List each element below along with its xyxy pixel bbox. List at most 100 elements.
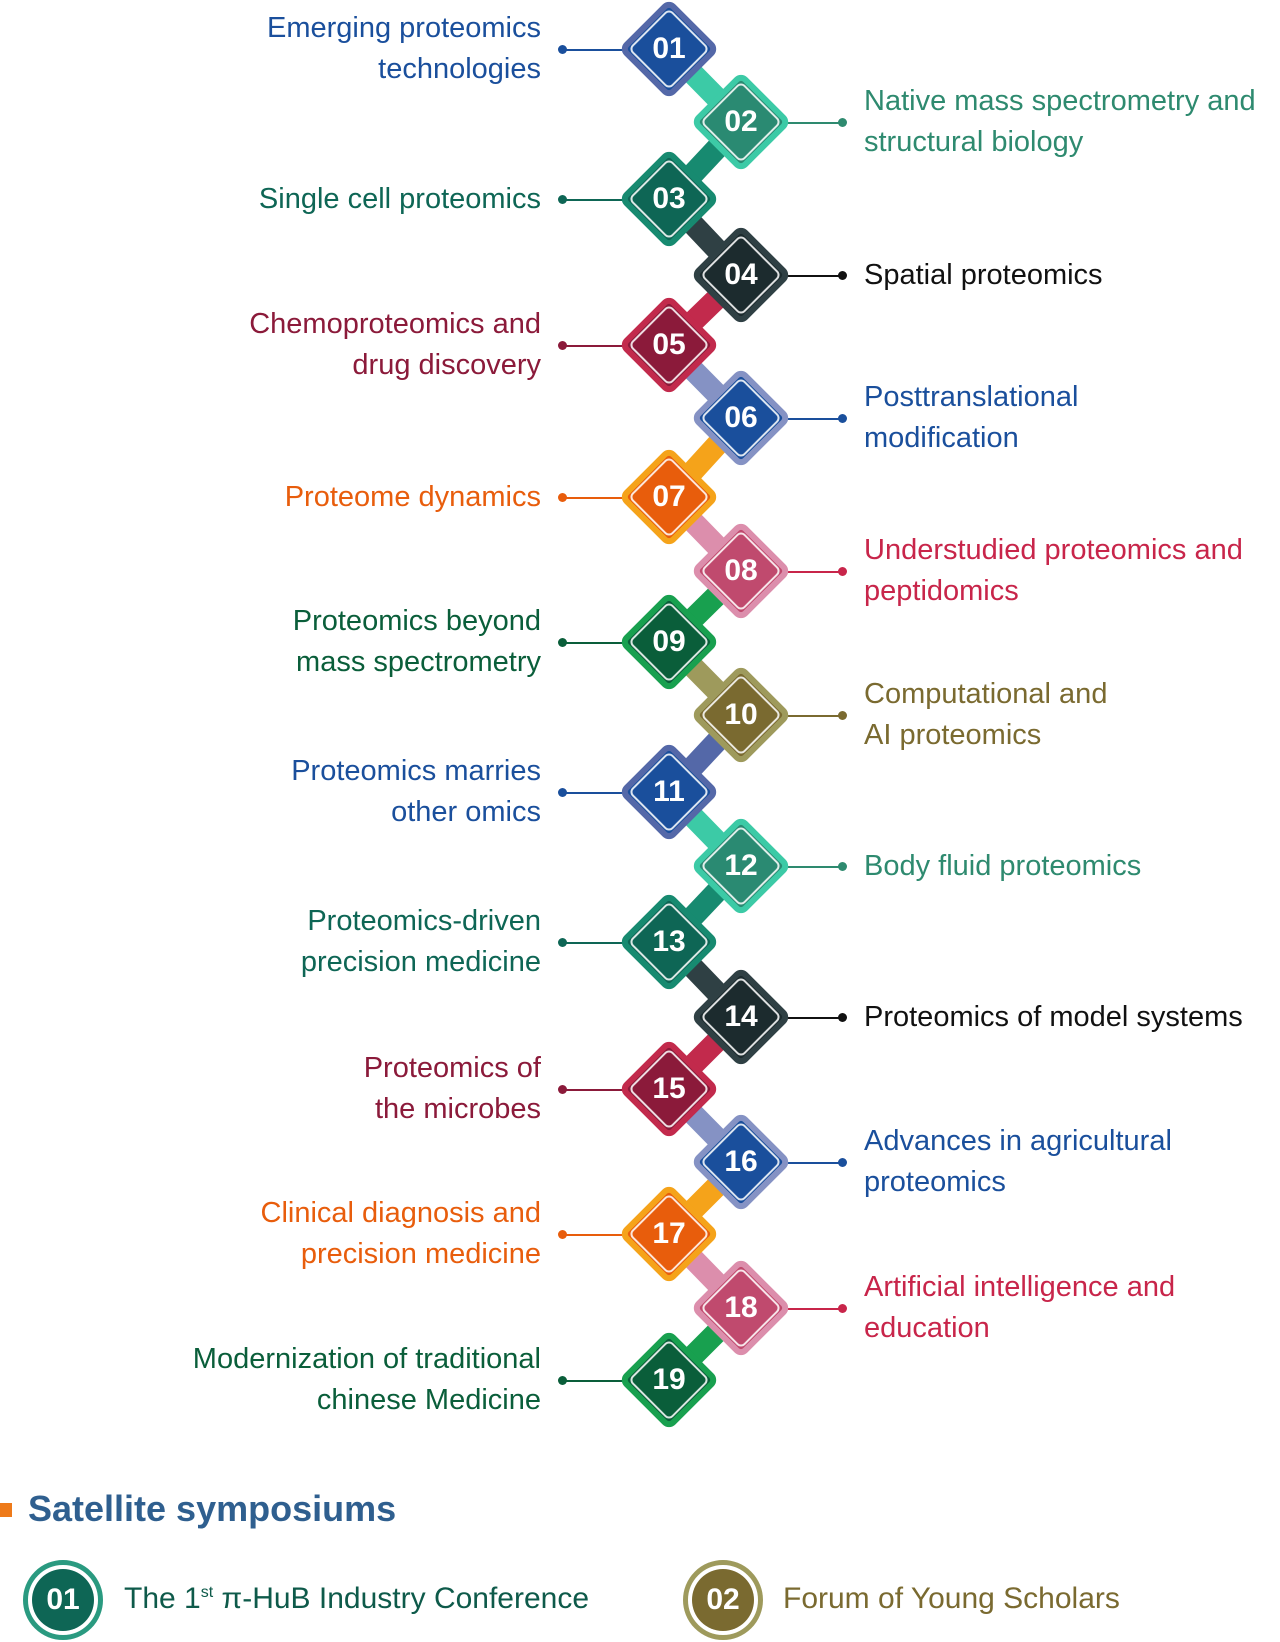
topic-label-line: Clinical diagnosis and <box>260 1197 542 1229</box>
topic-label-line: Single cell proteomics <box>258 182 541 215</box>
satellite-title: Satellite symposiums <box>28 1488 397 1529</box>
topic-label-line: Modernization of traditional <box>192 1343 541 1375</box>
topic-label-line: proteomics <box>864 1166 1006 1198</box>
topic-label-line: precision medicine <box>300 1238 541 1270</box>
diamond-number: 15 <box>652 1072 686 1105</box>
topic-label-line: peptidomics <box>864 575 1019 607</box>
topic-label-line: Proteomics of model systems <box>864 1000 1243 1033</box>
topic-label-line: Posttranslational <box>864 381 1079 413</box>
topic-label-line: Computational and <box>864 678 1108 710</box>
topic-label-line: drug discovery <box>352 349 541 381</box>
diamond-number: 19 <box>652 1363 686 1396</box>
diamond-number: 14 <box>724 1000 758 1033</box>
diamond-number: 13 <box>652 925 686 958</box>
leader-dot <box>558 493 567 502</box>
diamond-number: 16 <box>724 1145 758 1178</box>
superscript: st <box>200 1584 214 1601</box>
topic-label: Posttranslational modification <box>864 377 1078 459</box>
topic-label-line: Understudied proteomics and <box>864 534 1243 566</box>
topic-label-line: technologies <box>378 53 541 85</box>
leader-dot <box>558 1085 567 1094</box>
diamond-number: 05 <box>652 328 686 361</box>
diamond-number: 03 <box>652 182 686 215</box>
topic-label: Clinical diagnosis and precision medicine <box>261 1193 542 1275</box>
leader-dot <box>838 1304 847 1313</box>
leader-dot <box>838 862 847 871</box>
topic-label: Proteomics of the microbes <box>364 1048 541 1130</box>
leader-line <box>741 1017 842 1019</box>
leader-dot <box>838 567 847 576</box>
diamond-number: 11 <box>653 775 685 808</box>
topic-label-line: Native mass spectrometry and <box>864 85 1256 117</box>
leader-dot <box>838 1158 847 1167</box>
leader-line <box>565 497 669 499</box>
diamond-number: 02 <box>724 105 758 138</box>
leader-dot <box>558 341 567 350</box>
topic-label-line: modification <box>864 422 1019 454</box>
leader-dot <box>558 788 567 797</box>
topic-label: Proteomics beyond mass spectrometry <box>293 601 541 683</box>
topic-label: Native mass spectrometry and structural b… <box>864 81 1256 163</box>
topic-label: Single cell proteomics <box>259 179 541 220</box>
leader-line <box>565 1089 669 1091</box>
leader-dot <box>558 1230 567 1239</box>
topic-label-line: mass spectrometry <box>296 646 541 678</box>
leader-dot <box>558 938 567 947</box>
diamond-number: 17 <box>652 1217 686 1250</box>
leader-line <box>565 345 669 347</box>
satellite-number: 02 <box>692 1569 754 1631</box>
satellite-number: 01 <box>32 1569 94 1631</box>
leader-dot <box>558 1376 567 1385</box>
diamond-number: 01 <box>652 32 686 65</box>
leader-line <box>741 418 842 420</box>
diamond-number: 04 <box>724 258 758 291</box>
topic-label-line: Proteomics-driven <box>307 905 541 937</box>
satellite-label-text: Forum of Young Scholars <box>783 1582 1120 1615</box>
leader-dot <box>558 638 567 647</box>
topic-label-line: Proteome dynamics <box>284 480 541 513</box>
satellite-badge-02: 02 <box>683 1560 763 1640</box>
topic-label: Chemoproteomics and drug discovery <box>249 304 541 386</box>
topic-label-line: structural biology <box>864 126 1084 158</box>
leader-line <box>741 1308 842 1310</box>
leader-dot <box>838 118 847 127</box>
leader-line <box>741 571 842 573</box>
topic-label: Spatial proteomics <box>864 255 1103 296</box>
topic-label: Proteomics-driven precision medicine <box>301 901 541 983</box>
leader-line <box>565 49 669 51</box>
topic-label-line: AI proteomics <box>864 719 1042 751</box>
satellite-label: Forum of Young Scholars <box>783 1582 1120 1616</box>
leader-line <box>741 122 842 124</box>
diamond-number: 07 <box>652 480 686 513</box>
satellite-label: The 1st π-HuB Industry Conference <box>124 1582 589 1616</box>
topic-label-line: Emerging proteomics <box>267 12 541 44</box>
topic-label: Understudied proteomics and peptidomics <box>864 530 1243 612</box>
leader-line <box>741 715 842 717</box>
topic-label-line: Chemoproteomics and <box>249 308 541 340</box>
leader-line <box>741 866 842 868</box>
section-marker <box>0 1503 12 1517</box>
topic-label-line: precision medicine <box>300 946 541 978</box>
diamond-number: 18 <box>724 1291 758 1324</box>
leader-dot <box>558 45 567 54</box>
leader-line <box>741 1162 842 1164</box>
topic-label-line: Proteomics of <box>363 1052 541 1084</box>
diamond-number: 08 <box>724 554 758 587</box>
topic-label-line: Proteomics beyond <box>292 605 541 637</box>
leader-line <box>741 275 842 277</box>
satellite-badge-01: 01 <box>23 1560 103 1640</box>
satellite-label-text: π-HuB Industry Conference <box>213 1582 590 1615</box>
topic-label: Body fluid proteomics <box>864 846 1141 887</box>
topic-label-line: Spatial proteomics <box>864 258 1103 291</box>
leader-line <box>565 1380 669 1382</box>
leader-line <box>565 792 669 794</box>
leader-line <box>565 199 669 201</box>
topic-label-line: the microbes <box>374 1093 541 1125</box>
leader-dot <box>838 1013 847 1022</box>
leader-line <box>565 942 669 944</box>
topic-label: Emerging proteomics technologies <box>267 8 541 90</box>
diamond-number: 12 <box>724 849 758 882</box>
